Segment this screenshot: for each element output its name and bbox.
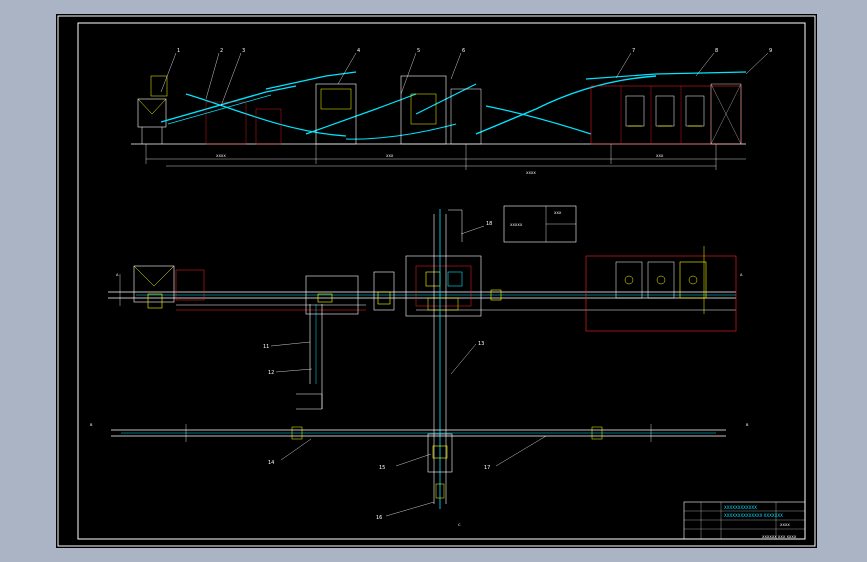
part-label-16: 16 [376, 515, 382, 521]
part-label-2: 2 [220, 48, 223, 54]
dimension-text: XXX [656, 154, 664, 158]
svg-text:B: B [746, 423, 749, 427]
part-label-15: 15 [379, 465, 385, 471]
sheet-inner-border [77, 22, 806, 540]
part-label-7: 7 [632, 48, 635, 54]
title-block-drawing-no: XXXX [780, 523, 790, 527]
part-label-8: 8 [715, 48, 718, 54]
part-label-18: 18 [486, 221, 492, 227]
part-label-4: 4 [357, 48, 360, 54]
part-label-13: 13 [478, 341, 484, 347]
drawing-canvas[interactable]: 1 2 3 4 5 6 7 8 9 XXXX XXX XXXX XXX XXXX… [56, 14, 817, 548]
part-label-12: 12 [268, 370, 274, 376]
part-label-14: 14 [268, 460, 274, 466]
part-label-6: 6 [462, 48, 465, 54]
svg-text:A: A [740, 273, 743, 277]
title-block-footer: XXXXXX XXX XXXX [762, 535, 797, 539]
svg-text:B: B [90, 423, 93, 427]
legend-text: XXX [554, 211, 562, 215]
plan-view: XXXXX XXX A 11 12 [90, 205, 749, 527]
cad-drawing-viewport[interactable]: 1 2 3 4 5 6 7 8 9 XXXX XXX XXXX XXX XXXX… [56, 14, 817, 548]
title-block-company-en: XXXXXXXXXXXXXX XXXXXXX [724, 513, 783, 518]
svg-text:A: A [116, 273, 119, 277]
part-label-5: 5 [417, 48, 420, 54]
part-label-17: 17 [484, 465, 490, 471]
sheet-outer-frame [57, 15, 816, 547]
part-label-3: 3 [242, 48, 245, 54]
part-label-11: 11 [263, 344, 269, 350]
legend-text: XXXXX [510, 223, 523, 227]
part-label-1: 1 [177, 48, 180, 54]
part-label-9: 9 [769, 48, 772, 54]
dimension-text: XXX [386, 154, 394, 158]
dimension-text: XXXX [216, 154, 226, 158]
dimension-text: XXXX [526, 171, 536, 175]
elevation-view: 1 2 3 4 5 6 7 8 9 XXXX XXX XXXX XXX [131, 48, 772, 175]
title-block-company: XXXXXXXXXXXX [724, 505, 757, 510]
title-block: XXXXXXXXXXXX XXXXXXXXXXXXXX XXXXXXX XXXX… [683, 501, 806, 540]
svg-text:C: C [458, 523, 461, 527]
